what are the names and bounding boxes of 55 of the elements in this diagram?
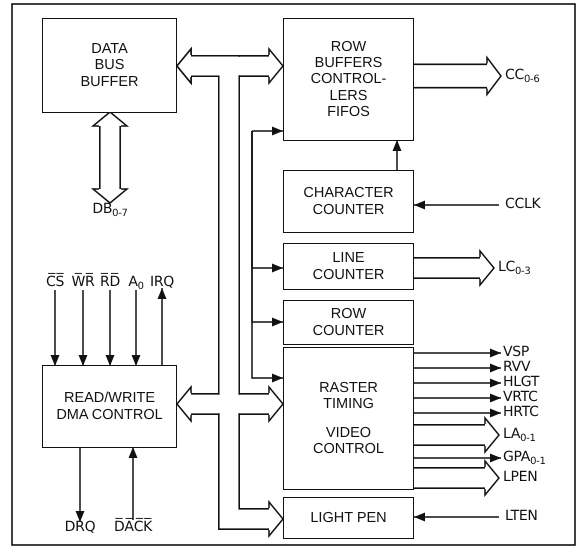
signal-label: LC$_{0-3}$ — [498, 260, 530, 275]
function-block — [42, 365, 177, 448]
function-block — [283, 170, 414, 233]
signal-label: HLGT — [503, 375, 540, 390]
signal-label: DB$_{0-7}$ — [92, 202, 128, 217]
arrow — [78, 290, 88, 366]
block-label: LINE COUNTER — [312, 250, 384, 283]
arrow — [76, 447, 84, 522]
function-block — [283, 300, 414, 345]
arrow — [414, 512, 499, 522]
signal-label: HRTC — [503, 405, 539, 420]
signal-label: IRQ — [150, 275, 174, 290]
signal-label: RVV — [503, 360, 530, 375]
signal-label: DRQ — [64, 520, 96, 535]
signal-label: CC$_{0-6}$ — [505, 68, 540, 83]
arrow — [106, 290, 114, 366]
arrow — [414, 394, 501, 402]
function-block — [283, 497, 414, 539]
function-block — [283, 347, 414, 490]
arrow — [414, 348, 501, 358]
signal-label: LA$_{0-1}$ — [503, 427, 536, 442]
arrow — [414, 378, 501, 388]
signal-label: R̅D̅ — [100, 275, 120, 290]
arrow — [414, 364, 501, 372]
function-block — [283, 243, 414, 290]
signal-label: VRTC — [503, 390, 538, 405]
arrow — [414, 454, 501, 462]
signal-label: A$_{0}$ — [128, 275, 144, 290]
arrow — [414, 200, 499, 210]
signal-label: C̅S̅ — [46, 275, 64, 290]
signal-label: CCLK — [505, 197, 540, 212]
signal-label: W̅R̅ — [72, 275, 94, 290]
arrow — [128, 447, 138, 520]
signal-label: D̅A̅C̅K̅ — [114, 520, 152, 535]
block-label: ROW COUNTER — [312, 306, 384, 339]
block-label: VIDEO CONTROL — [313, 424, 384, 458]
block-label: ROW BUFFERS CONTROL- LERS FIFOS — [310, 38, 386, 120]
block-label: LIGHT PEN — [310, 510, 387, 526]
arrow — [158, 288, 166, 366]
function-block — [283, 18, 414, 141]
signal-label: GPA$_{0-1}$ — [503, 450, 546, 465]
signal-label: VSP — [503, 345, 530, 360]
arrow — [251, 131, 283, 382]
block-label: DATA BUS BUFFER — [80, 40, 138, 90]
arrow — [50, 290, 60, 366]
block-label: RASTER TIMING — [319, 380, 378, 412]
arrow — [414, 408, 501, 418]
signal-label: LTEN — [505, 509, 538, 524]
block-label: READ/WRITE DMA CONTROL — [55, 390, 164, 423]
arrow — [252, 126, 283, 136]
signal-label: LPEN — [503, 470, 538, 485]
function-block — [42, 18, 177, 113]
block-label: CHARACTER COUNTER — [303, 185, 394, 218]
arrow — [392, 140, 402, 171]
arrow — [132, 290, 140, 366]
